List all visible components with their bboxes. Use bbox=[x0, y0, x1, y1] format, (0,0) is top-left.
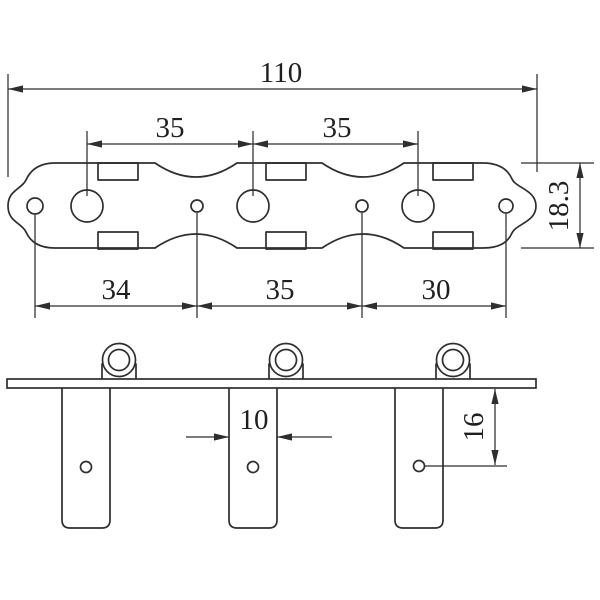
string-post-3 bbox=[394, 388, 444, 529]
plate-outline bbox=[7, 162, 537, 249]
side-view bbox=[6, 342, 537, 529]
bracket-slot-bottom-1 bbox=[97, 231, 139, 250]
dim-label-post-spacing-left: 35 bbox=[156, 112, 185, 144]
roller-outer-2 bbox=[268, 342, 304, 378]
dim-label-plate-height: 18.3 bbox=[543, 181, 575, 232]
roller-inner-2 bbox=[274, 348, 298, 372]
roller-outer-3 bbox=[435, 342, 471, 378]
roller-inner-3 bbox=[441, 348, 465, 372]
dimension-screw-spacing-chain: 34 35 30 bbox=[34, 213, 507, 318]
string-post-1 bbox=[61, 388, 111, 529]
screw-hole-4 bbox=[498, 198, 514, 214]
roller-outer-1 bbox=[101, 342, 137, 378]
bracket-slot-bottom-3 bbox=[432, 231, 474, 250]
screw-hole-1 bbox=[26, 197, 44, 215]
dim-label-screw-spacing-left: 34 bbox=[102, 274, 132, 306]
bracket-slot-bottom-2 bbox=[265, 231, 307, 250]
dim-label-post-spacing-right: 35 bbox=[323, 112, 352, 144]
dimension-post-spacing: 35 35 bbox=[86, 112, 419, 196]
roller-inner-1 bbox=[107, 348, 131, 372]
dimension-plate-height: 18.3 bbox=[521, 162, 594, 249]
screw-hole-3 bbox=[355, 199, 369, 213]
dim-label-overall-width: 110 bbox=[260, 57, 302, 89]
bracket-slot-top-2 bbox=[265, 162, 307, 181]
string-post-2 bbox=[228, 388, 278, 529]
dimension-post-width: 10 bbox=[186, 404, 332, 441]
dim-label-screw-spacing-middle: 35 bbox=[266, 274, 295, 306]
string-hole-3 bbox=[412, 459, 426, 473]
string-hole-1 bbox=[79, 460, 93, 474]
dimension-overall-width: 110 bbox=[7, 57, 538, 177]
dim-label-hole-offset: 16 bbox=[458, 413, 490, 442]
dim-label-post-width: 10 bbox=[240, 404, 269, 436]
dimension-hole-offset: 16 bbox=[425, 389, 507, 467]
screw-hole-2 bbox=[190, 199, 204, 213]
dim-label-screw-spacing-right: 30 bbox=[422, 274, 451, 306]
baseplate-bar bbox=[6, 378, 537, 389]
string-hole-2 bbox=[246, 460, 260, 474]
bracket-slot-top-3 bbox=[432, 162, 474, 181]
bracket-slot-top-1 bbox=[97, 162, 139, 181]
